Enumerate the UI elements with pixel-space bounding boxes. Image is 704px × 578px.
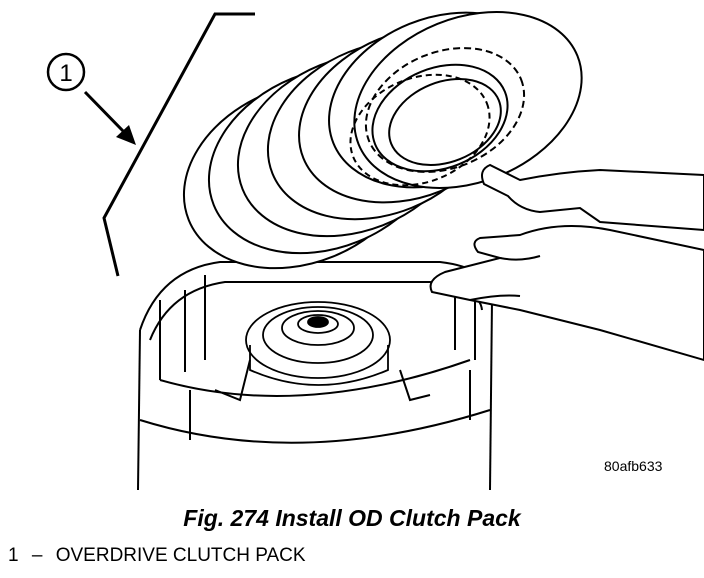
center-hub [245, 301, 391, 386]
legend-item-number: 1 [8, 545, 19, 566]
legend-item-text: OVERDRIVE CLUTCH PACK [55, 545, 306, 566]
callout-number: 1 [59, 60, 72, 87]
hands [429, 163, 704, 362]
clutch-housing [137, 261, 493, 490]
figure-code: 80afb633 [604, 458, 663, 474]
callout-circle: 1 [46, 52, 86, 92]
callout-leader [102, 12, 255, 277]
legend-item-separator: – [31, 545, 43, 566]
legend: 1 – OVERDRIVE CLUTCH PACK [8, 545, 306, 567]
clutch-pack-illustration: 1 [46, 11, 704, 490]
legend-item: 1 – OVERDRIVE CLUTCH PACK [8, 545, 306, 567]
figure-caption: Fig. 274 Install OD Clutch Pack [183, 505, 521, 531]
clutch-plate-inner-splines [349, 47, 526, 187]
callout-arrow [83, 90, 136, 145]
